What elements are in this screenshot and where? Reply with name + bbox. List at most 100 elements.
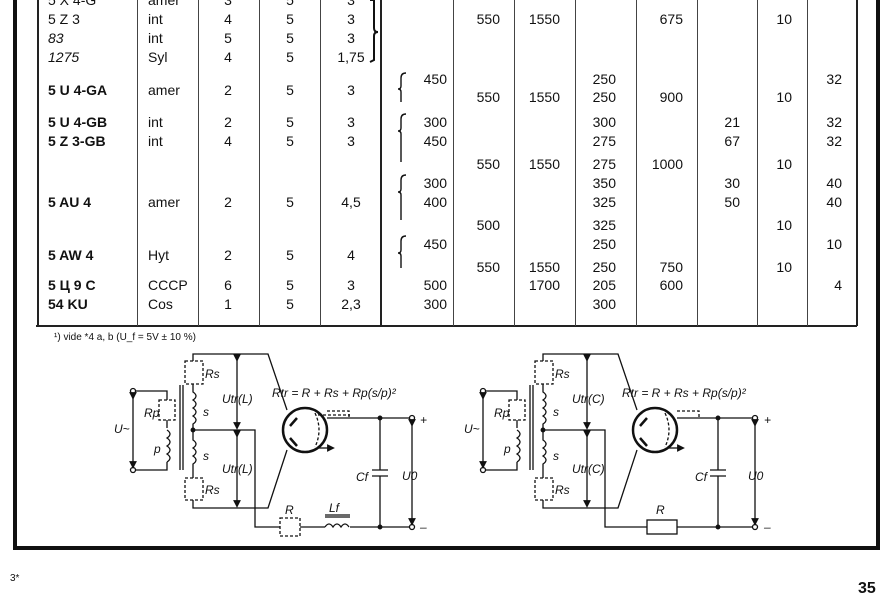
- table-cell: 3: [347, 114, 355, 130]
- table-cell: 550: [476, 11, 500, 27]
- page-frame-bottom: [13, 546, 880, 550]
- label-p: p: [153, 442, 161, 456]
- table-cell: 21: [724, 114, 740, 130]
- table-column-rule: [453, 0, 454, 326]
- table-cell: 30: [724, 175, 740, 191]
- tube-type-cell: 5 AU 4: [48, 194, 92, 210]
- label-minus: –: [763, 520, 771, 534]
- table-cell: 5: [286, 194, 294, 210]
- table-cell: 4: [347, 247, 355, 263]
- label-r: R: [285, 503, 294, 517]
- table-cell: 275: [592, 156, 616, 172]
- table-cell: amer: [148, 194, 180, 210]
- table-cell: 32: [826, 71, 842, 87]
- right-brace: [369, 0, 379, 63]
- table-cell: 550: [476, 156, 500, 172]
- signature-mark: 3*: [10, 573, 20, 584]
- table-cell: 2: [224, 247, 232, 263]
- left-brace-450b: [397, 235, 407, 268]
- label-rs-bottom: Rs: [205, 483, 220, 497]
- table-cell: 450: [423, 71, 447, 87]
- table-cell: 250: [592, 259, 616, 275]
- rs-top-box: [184, 360, 204, 385]
- table-cell: 5: [286, 82, 294, 98]
- tube-type-cell: 5 AW 4: [48, 247, 94, 263]
- table-cell: 300: [423, 114, 447, 130]
- label-rs-bottom: Rs: [555, 483, 570, 497]
- page-frame-left: [13, 0, 17, 550]
- table-cell: 4: [224, 49, 232, 65]
- label-rp: Rp: [494, 406, 510, 420]
- table-cell: Hyt: [148, 247, 169, 263]
- r-resistor: [646, 519, 678, 535]
- table-cell: 1,75: [337, 49, 365, 65]
- table-column-rule: [37, 0, 39, 326]
- primary-coil: [165, 429, 171, 463]
- table-cell: 1550: [528, 89, 560, 105]
- table-cell: int: [148, 133, 163, 149]
- rectifier-tube-icon: [281, 406, 329, 454]
- table-cell: 10: [826, 236, 842, 252]
- footnote: ¹) vide *4 a, b (U_f = 5V ± 10 %): [54, 332, 196, 343]
- table-cell: 675: [659, 11, 683, 27]
- table-cell: 500: [423, 277, 447, 293]
- table-cell: 4: [224, 133, 232, 149]
- table-column-rule: [514, 0, 515, 326]
- table-cell: int: [148, 114, 163, 130]
- table-column-rule: [757, 0, 758, 326]
- label-plus: +: [764, 413, 771, 427]
- circuit-left-diagram: [129, 353, 416, 537]
- table-column-rule: [137, 0, 138, 326]
- table-cell: 275: [592, 133, 616, 149]
- table-cell: 5: [286, 247, 294, 263]
- tube-type-cell: 5 Z 3: [48, 11, 80, 27]
- table-cell: 3: [224, 0, 232, 8]
- table-cell: 3: [347, 30, 355, 46]
- page-number: 35: [858, 580, 876, 597]
- table-cell: 3: [347, 82, 355, 98]
- circuit-left-labels: Rs Rs Rp p s s U~ Utr(L) Utr(L) Rtr = R …: [114, 367, 427, 534]
- cf-capacitor: [372, 418, 388, 527]
- table-cell: 3: [347, 133, 355, 149]
- label-minus: –: [419, 520, 427, 534]
- tube-type-cell: 54 KU: [48, 296, 88, 312]
- table-cell: 5: [286, 30, 294, 46]
- table-cell: 5: [286, 49, 294, 65]
- table-column-rule: [198, 0, 199, 326]
- table-cell: 10: [776, 217, 792, 233]
- table-cell: 205: [592, 277, 616, 293]
- tube-type-cell: 5 U 4-GA: [48, 82, 108, 98]
- circuit-right-diagram: [479, 353, 759, 535]
- label-plus: +: [420, 413, 427, 427]
- table-cell: 40: [826, 175, 842, 191]
- input-terminal-top: [129, 387, 137, 395]
- table-cell: 10: [776, 11, 792, 27]
- table-cell: int: [148, 30, 163, 46]
- table-cell: 300: [423, 175, 447, 191]
- table-cell: 750: [659, 259, 683, 275]
- table-cell: amer: [148, 82, 180, 98]
- table-cell: 2: [224, 194, 232, 210]
- table-column-rule: [380, 0, 382, 326]
- table-cell: amer: [148, 0, 180, 8]
- table-cell: 67: [724, 133, 740, 149]
- left-brace-300-450: [397, 113, 407, 162]
- table-cell: Syl: [148, 49, 168, 65]
- label-formula: Rtr = R + Rs + Rp(s/p)²: [272, 386, 397, 400]
- label-s-top: s: [203, 405, 209, 419]
- label-cf: Cf: [356, 470, 370, 484]
- table-cell: 4: [834, 277, 842, 293]
- table-cell: 5: [286, 277, 294, 293]
- rs-bottom-box: [184, 477, 204, 501]
- table-column-rule: [697, 0, 698, 326]
- table-cell: 5: [224, 30, 232, 46]
- tube-type-cell: 5 Ц 9 C: [48, 277, 96, 293]
- table-cell: 550: [476, 89, 500, 105]
- tube-type-cell: 83: [48, 30, 64, 46]
- table-cell: 3: [347, 277, 355, 293]
- label-u-in: U~: [114, 422, 130, 436]
- table-cell: 300: [423, 296, 447, 312]
- table-cell: 6: [224, 277, 232, 293]
- table-cell: 2,3: [341, 296, 361, 312]
